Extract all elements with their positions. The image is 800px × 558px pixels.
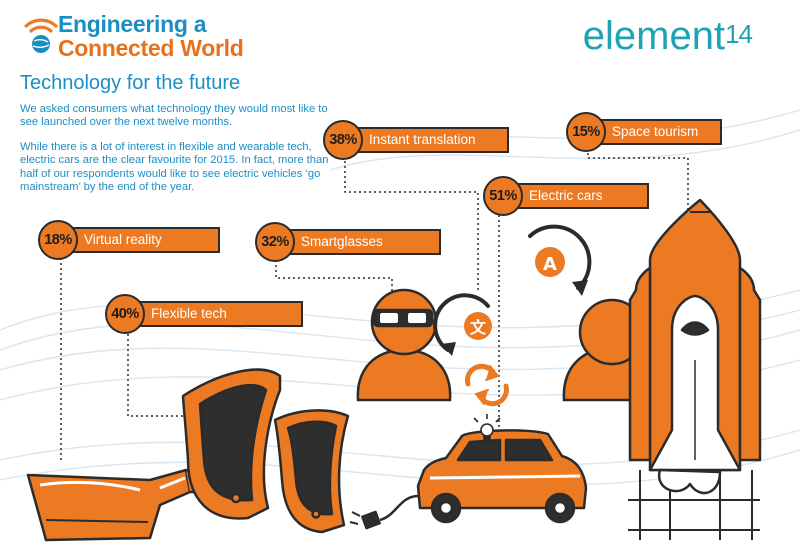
stat-label: Smartglasses: [301, 234, 383, 249]
stat-percent: 18%: [44, 232, 72, 248]
brand-number: 14: [725, 19, 753, 49]
stat-badge-smartglasses: Smartglasses 32%: [255, 222, 441, 262]
stat-label: Instant translation: [369, 132, 476, 147]
stat-percent: 32%: [261, 234, 289, 250]
stat-percent: 51%: [489, 188, 517, 204]
intro-text: We asked consumers what technology they …: [20, 103, 336, 194]
stat-label: Space tourism: [612, 124, 699, 139]
stat-badge-space-tourism: Space tourism 15%: [566, 112, 722, 152]
stat-label: Flexible tech: [151, 306, 227, 321]
translation-bubble-cjk: 文: [433, 293, 492, 356]
logo-title-line2: Connected World: [58, 35, 244, 61]
brand-wordmark: element14: [582, 14, 753, 59]
brand-text: element: [582, 14, 726, 58]
translation-glyph-cjk: 文: [470, 318, 487, 337]
flexible-tech-illustration: [181, 368, 350, 534]
wifi-globe-icon: [24, 18, 58, 53]
stat-label: Electric cars: [529, 188, 603, 203]
translation-bubble-latin: A: [528, 224, 592, 296]
logo-title-line1: Engineering a: [58, 11, 207, 37]
stat-badge-instant-translation: Instant translation 38%: [323, 120, 509, 160]
smartglasses-person-illustration: [356, 288, 452, 402]
intro-paragraph-1: We asked consumers what technology they …: [20, 103, 328, 129]
electric-car-illustration: [349, 429, 588, 530]
stat-badge-flexible-tech: Flexible tech 40%: [105, 294, 303, 334]
lightbulb-icon: [473, 414, 501, 441]
stat-percent: 40%: [111, 306, 139, 322]
intro-paragraph-2: While there is a lot of interest in flex…: [20, 140, 329, 194]
stat-percent: 15%: [572, 124, 600, 140]
section-title: Technology for the future: [20, 72, 241, 94]
stat-percent: 38%: [329, 132, 357, 148]
stat-badge-electric-cars: Electric cars 51%: [483, 176, 649, 216]
sync-arrows-icon: [465, 363, 509, 407]
space-shuttle-illustration: [628, 198, 762, 540]
stat-badge-virtual-reality: Virtual reality 18%: [38, 220, 220, 260]
stat-label: Virtual reality: [84, 232, 162, 247]
translation-glyph-latin: A: [543, 254, 557, 275]
vr-goggles-illustration: [26, 468, 210, 542]
connector-lines: [60, 148, 689, 460]
